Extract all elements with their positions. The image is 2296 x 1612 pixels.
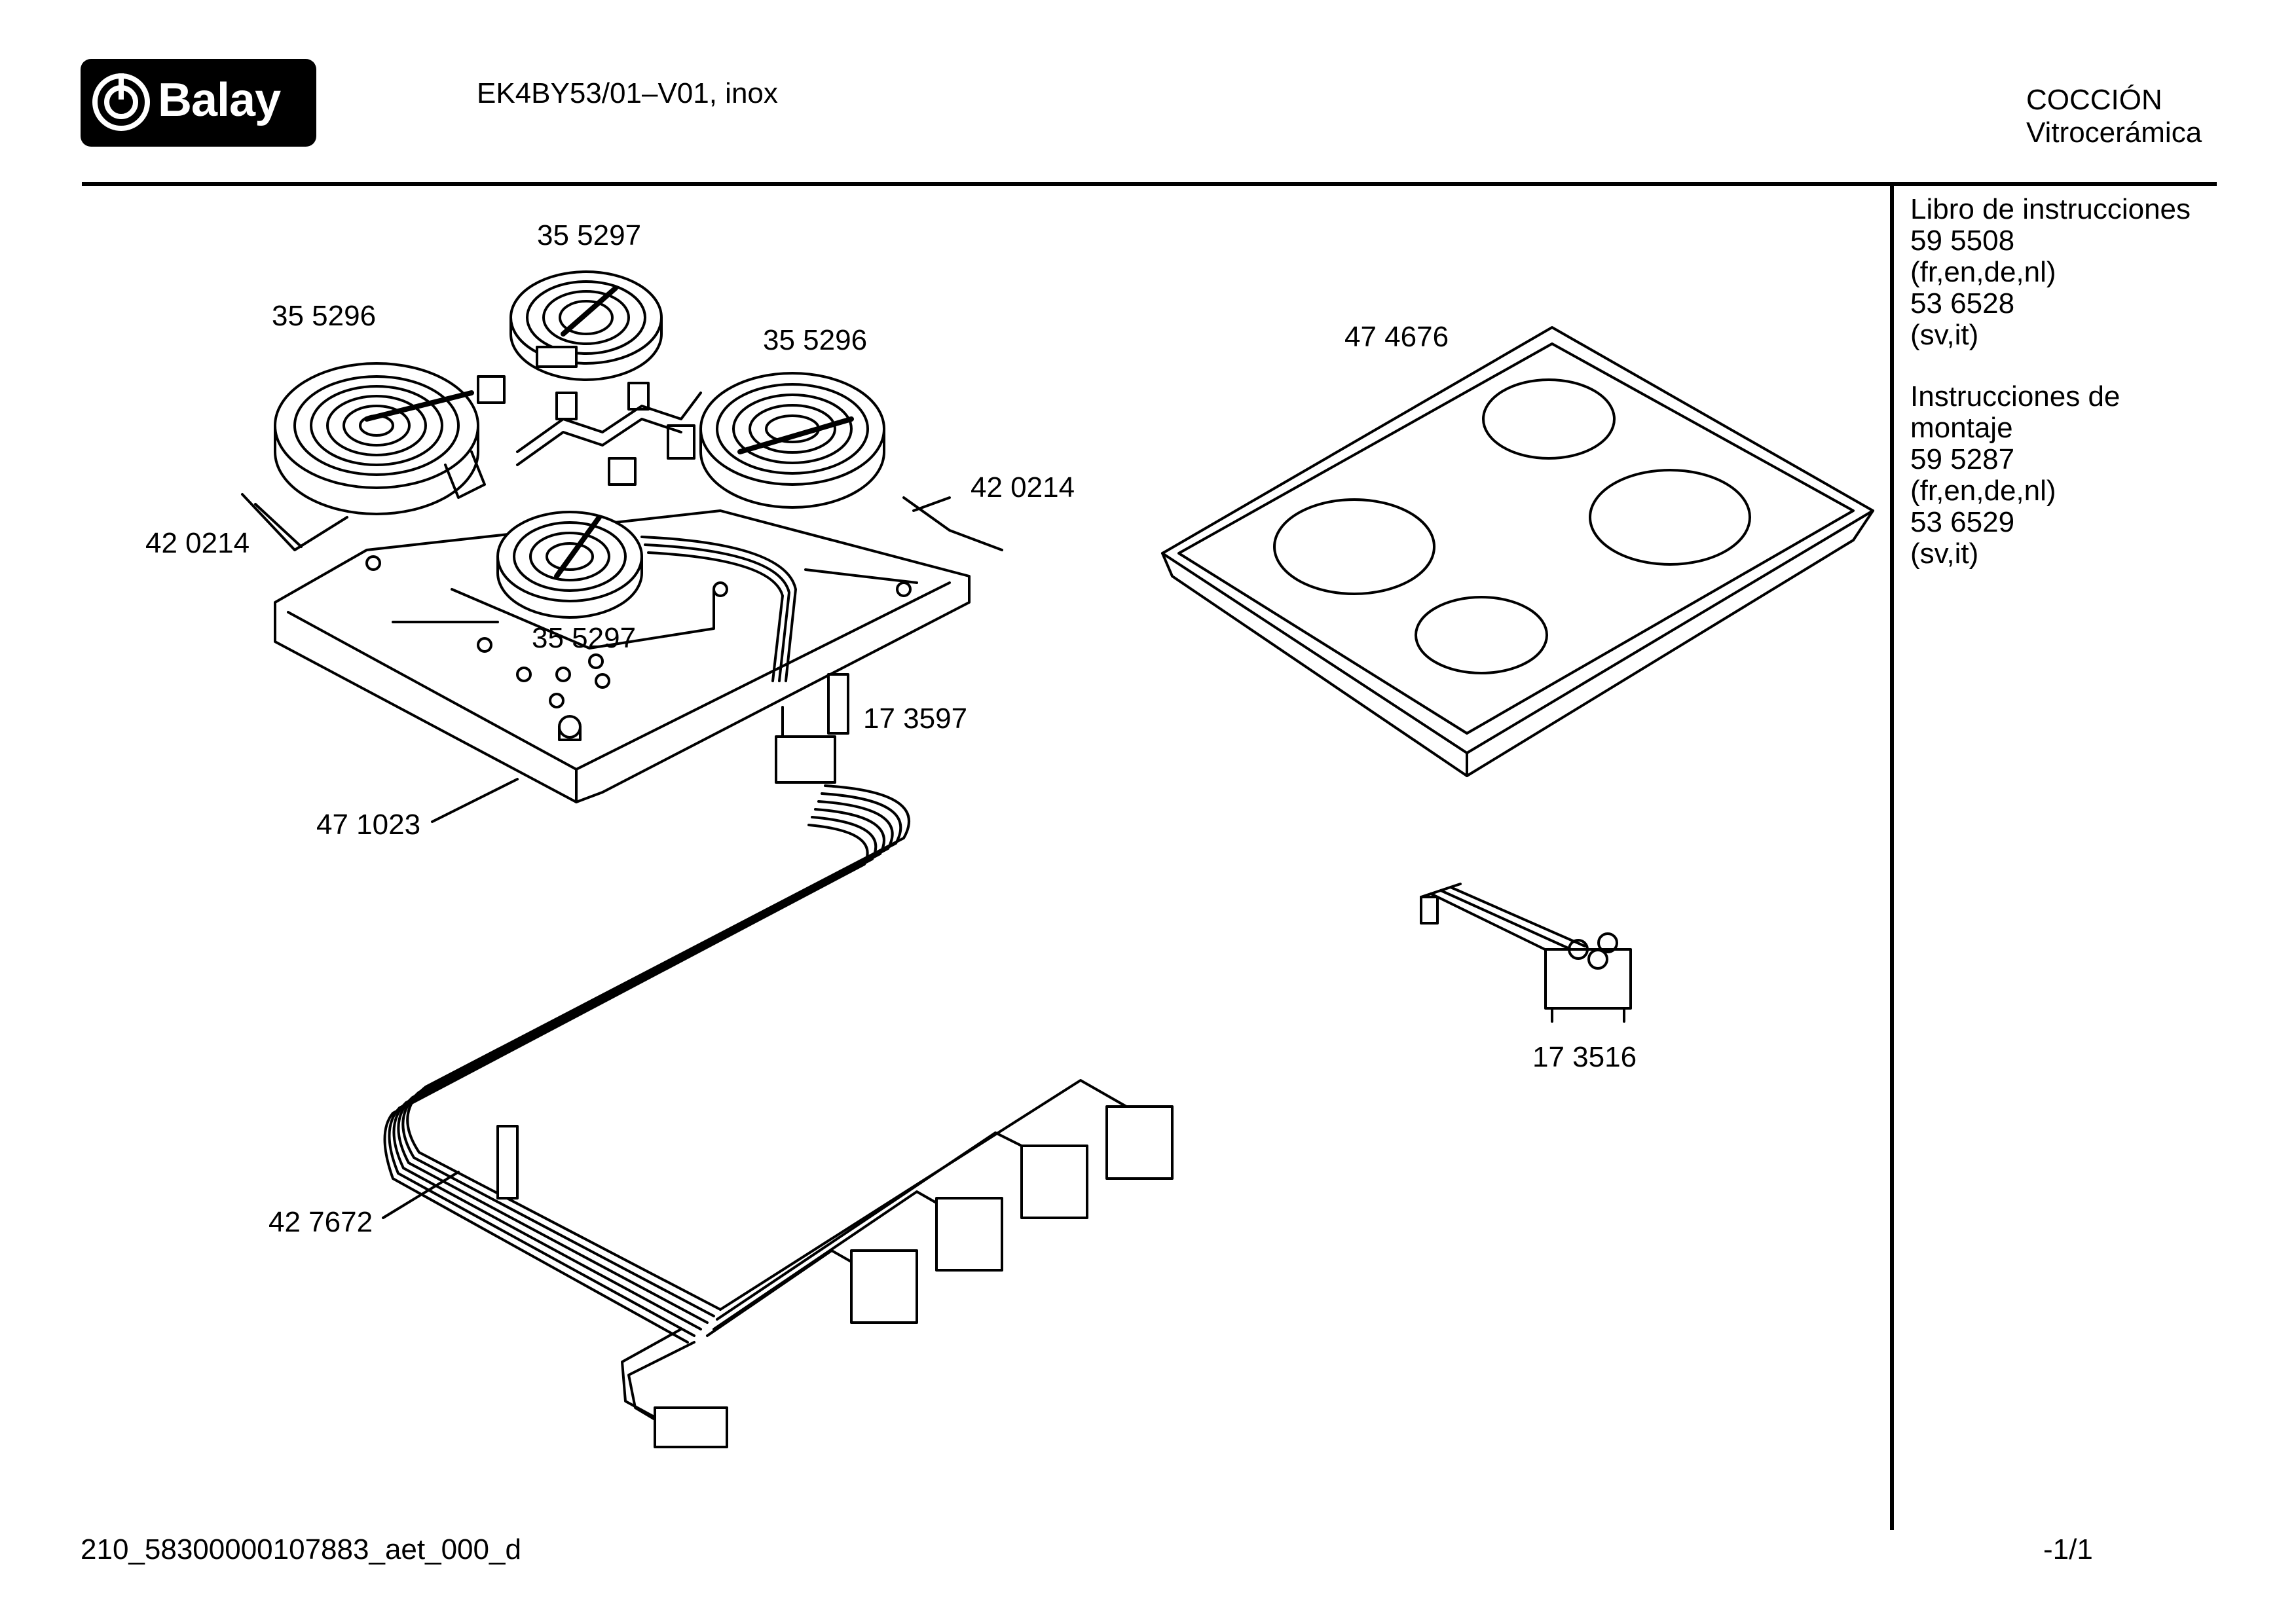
mounting-code: 53 6529: [1910, 506, 2015, 538]
glass-top-drawing: [1161, 326, 1874, 777]
document-id: 210_58300000107883_aet_000_d: [81, 1533, 521, 1566]
label-connector: 17 3516: [1532, 1041, 1637, 1073]
label-tray: 47 1023: [316, 809, 421, 841]
header-divider: [82, 182, 2217, 186]
bracket-right-drawing: [902, 496, 1003, 551]
manual-code: (fr,en,de,nl): [1910, 256, 2056, 288]
bracket-left-drawing: [241, 493, 348, 551]
mounting-title: Instrucciones de: [1910, 380, 2120, 412]
burner-small-front-drawing: [496, 511, 643, 619]
exploded-parts-diagram: [241, 270, 1874, 1448]
mounting-title: montaje: [1910, 412, 2013, 444]
burner-large-right-drawing: [667, 372, 885, 509]
limiter-drawing: [775, 673, 849, 784]
cable-harness-drawing: [383, 784, 1128, 1429]
label-burner-small-top: 35 5297: [537, 219, 642, 251]
model-title: EK4BY53/01–V01, inox: [477, 77, 778, 109]
tray-drawing: [274, 509, 971, 803]
sidebar-divider: [1890, 185, 1894, 1530]
documentation-sidebar: Libro de instrucciones 59 5508 (fr,en,de…: [1910, 194, 2191, 570]
mounting-code: 59 5287: [1910, 443, 2015, 475]
burner-large-left-drawing: [274, 362, 506, 515]
label-bracket-left: 42 0214: [145, 527, 250, 559]
balay-logo-icon: [92, 73, 150, 131]
page-number: -1/1: [2043, 1533, 2093, 1566]
manual-code: 59 5508: [1910, 225, 2015, 257]
brand-name: Balay: [158, 74, 281, 126]
subcategory-title: Vitrocerámica: [2026, 117, 2202, 149]
manual-title: Libro de instrucciones: [1910, 193, 2191, 225]
connector-drawing: [1420, 883, 1632, 1023]
label-burner-small-front: 35 5297: [532, 622, 637, 654]
label-harness: 42 7672: [268, 1206, 373, 1238]
burner-small-top-drawing: [509, 270, 663, 381]
switch-blocks-drawing: [654, 1105, 1174, 1448]
manual-code: 53 6528: [1910, 287, 2015, 320]
label-glass-top: 47 4676: [1344, 321, 1449, 353]
brand-logo: Balay: [81, 59, 316, 147]
label-limiter: 17 3597: [863, 703, 968, 735]
mounting-code: (fr,en,de,nl): [1910, 475, 2056, 507]
mounting-code: (sv,it): [1910, 538, 1979, 570]
label-burner-large-right: 35 5296: [763, 324, 868, 356]
manual-code: (sv,it): [1910, 319, 1979, 351]
label-bracket-right: 42 0214: [971, 471, 1075, 504]
category-title: COCCIÓN: [2026, 84, 2162, 116]
label-burner-large-left: 35 5296: [272, 300, 377, 332]
